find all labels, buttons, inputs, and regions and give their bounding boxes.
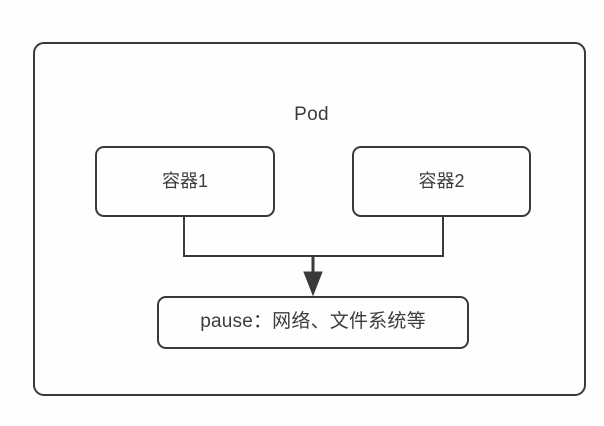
container-label-2: 容器2 xyxy=(418,170,465,191)
container-box-1[interactable]: 容器1 xyxy=(95,146,275,217)
arrow-head-icon xyxy=(303,271,323,297)
pause-container-label: pause：网络、文件系统等 xyxy=(200,311,426,333)
container-label-1: 容器1 xyxy=(161,170,208,191)
pod-title-label: Pod xyxy=(294,104,329,125)
container-box-2[interactable]: 容器2 xyxy=(352,146,531,217)
pause-container-box[interactable]: pause：网络、文件系统等 xyxy=(157,296,469,349)
